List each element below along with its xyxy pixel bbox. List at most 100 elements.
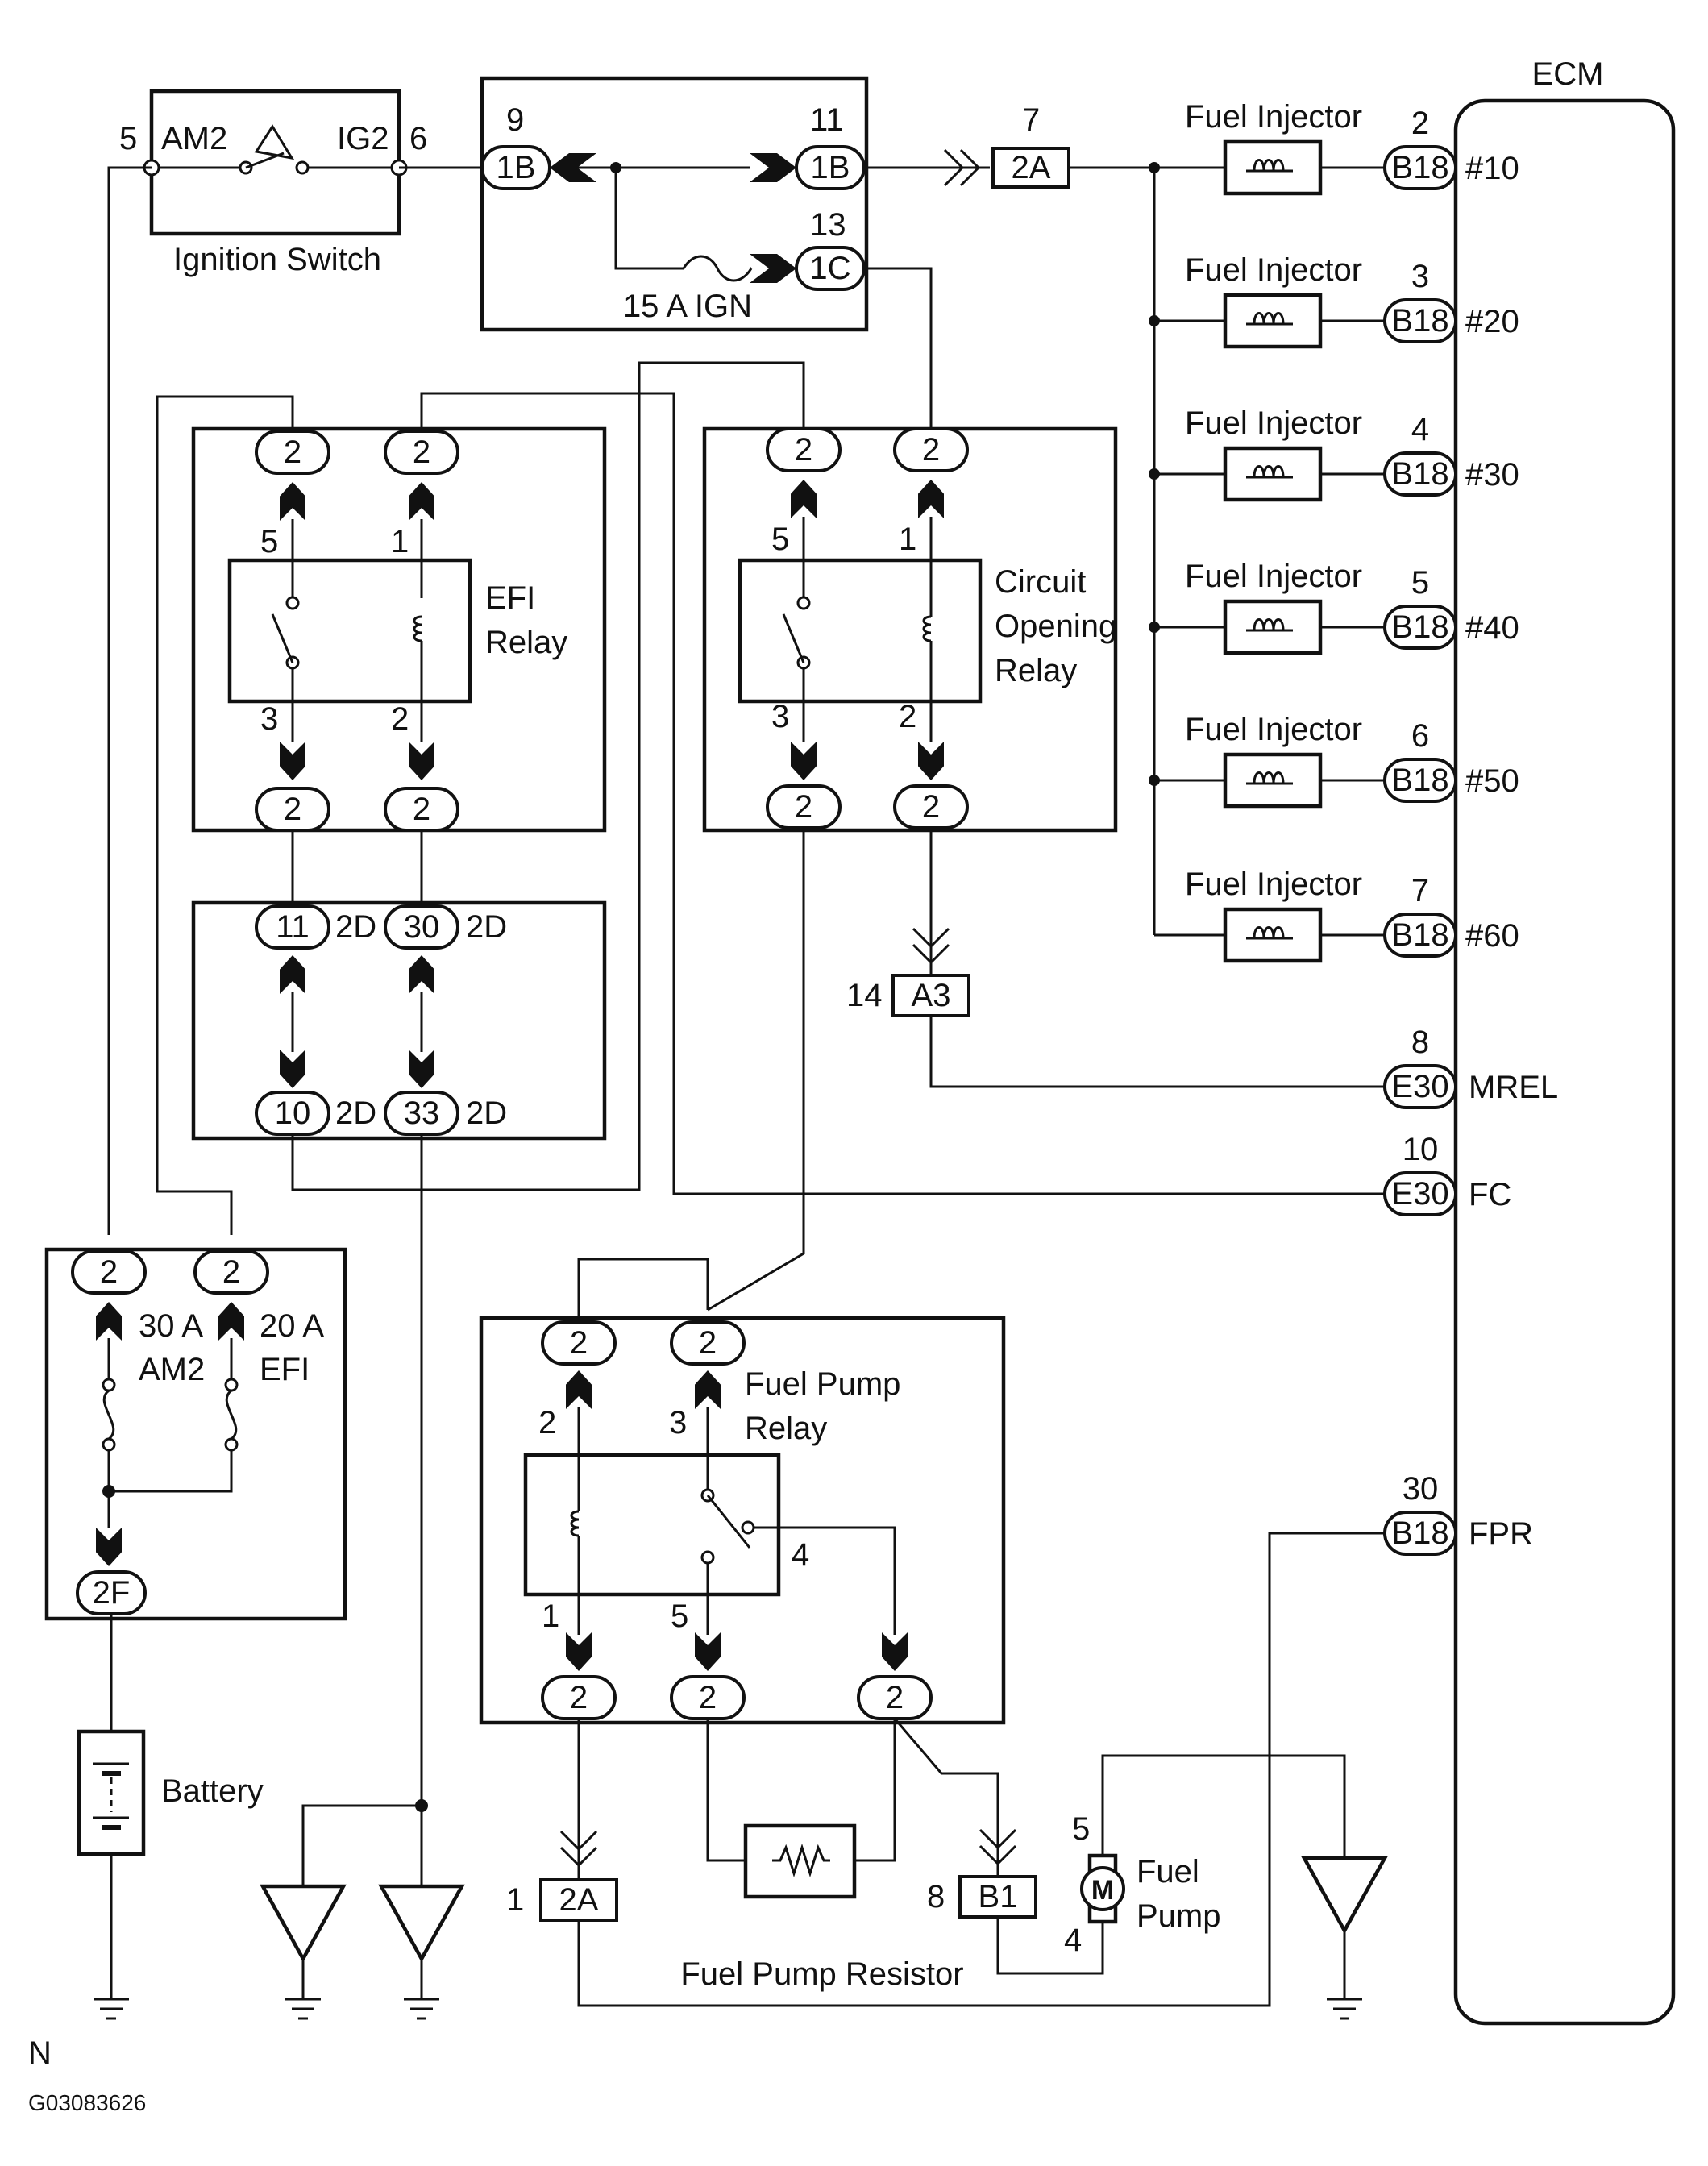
- cor-bottom-right-conn: 2: [922, 789, 940, 825]
- fpr-label-1: Fuel Pump: [745, 1366, 900, 1402]
- ecm-terminal-name: FC: [1469, 1177, 1511, 1212]
- injector-coil-icon: [1246, 312, 1293, 326]
- connector-2d-label-1: 2D: [335, 909, 376, 945]
- fpr-bottom-right-conn: 2: [886, 1680, 904, 1715]
- efi-relay-coil: [413, 615, 422, 642]
- ecm-connector-label: E30: [1391, 1069, 1448, 1104]
- jb-pin-9-num: 9: [506, 102, 524, 138]
- a3-connector-arrow: [912, 927, 950, 965]
- fuel-injector-label: Fuel Injector: [1185, 867, 1362, 902]
- fuel-pump-relay-body: [479, 1316, 1006, 1725]
- fpr-pin-label-2: 2: [538, 1405, 556, 1441]
- injector-coil-icon: [1246, 159, 1293, 173]
- fuel-pump-label-1: Fuel: [1137, 1854, 1199, 1890]
- connector-2d-pin-30-label: 30: [404, 909, 440, 945]
- efi-relay-bottom-left-conn: 2: [284, 792, 301, 827]
- connector-b1-num: 8: [927, 1879, 945, 1914]
- fpr-pin-label-5: 5: [671, 1599, 688, 1634]
- fuel-pump-resistor: [743, 1823, 857, 1899]
- ecm: ECM: [1453, 56, 1676, 2026]
- fuse-15a-ign-label: 15 A IGN: [623, 289, 752, 324]
- efi-relay-label-1: EFI: [485, 580, 535, 616]
- ecm-pin-number: 2: [1411, 106, 1429, 141]
- ecm-connector-b18: [1383, 1511, 1457, 1556]
- cor-coil: [922, 615, 932, 642]
- ecm-body: [1453, 98, 1676, 2026]
- jb-connector-arrow-1c: [750, 254, 796, 283]
- ecm-connector-label: B18: [1391, 917, 1448, 953]
- connector-2a-top-label: 2A: [1012, 150, 1051, 185]
- ecm-pin-number: 7: [1411, 873, 1429, 908]
- connector-2a-bottom: [539, 1878, 618, 1922]
- ecm-connector-label: B18: [1391, 303, 1448, 339]
- cor-label-1: Circuit: [995, 564, 1086, 600]
- cor-pin-label-1: 1: [899, 522, 916, 557]
- cor-pin-label-3: 3: [771, 699, 789, 734]
- connector-2d-pin-10-label: 10: [275, 1095, 311, 1131]
- fpr-inner: [523, 1453, 781, 1597]
- connector-a3-num: 14: [846, 978, 883, 1013]
- efi-relay-pin-label-5: 5: [260, 524, 278, 559]
- efi-relay-pin-label-1: 1: [391, 524, 409, 559]
- ecm-pin-number: 4: [1411, 412, 1429, 447]
- ecm-terminal-name: #40: [1465, 610, 1519, 646]
- fpr-pin-label-3: 3: [669, 1405, 687, 1441]
- battery: Battery: [77, 1614, 264, 1998]
- connector-2d-body: [191, 900, 607, 1141]
- cor-top-right-conn: 2: [922, 432, 940, 468]
- fuel-injector-label: Fuel Injector: [1185, 252, 1362, 288]
- connector-2a-bottom-label: 2A: [559, 1882, 599, 1918]
- ecm-terminal-name: #20: [1465, 304, 1519, 339]
- fuse-20a-label: 20 A: [260, 1308, 324, 1344]
- footer-n-mark: N: [28, 2035, 52, 2071]
- cor-top-left-conn: 2: [795, 432, 812, 468]
- fuel-injector-label: Fuel Injector: [1185, 99, 1362, 135]
- fuse-block-out-label: 2F: [93, 1575, 131, 1611]
- connector-2a-top-arrow: [943, 148, 981, 187]
- fpr-contact: [706, 1495, 751, 1549]
- fuse-block-pin-efi-label: 2: [222, 1254, 240, 1290]
- ecm-pin-number: 30: [1403, 1471, 1439, 1507]
- cor-pin-label-5: 5: [771, 522, 789, 557]
- fuel-injector-label: Fuel Injector: [1185, 405, 1362, 441]
- efi-relay-pin-label-2: 2: [391, 701, 409, 737]
- fuse-block-pin-efi: [193, 1249, 269, 1295]
- ecm-terminal-name: #30: [1465, 457, 1519, 493]
- ignition-am2-label: AM2: [161, 121, 227, 156]
- ecm-connector-b18: [1383, 758, 1457, 803]
- key-icon: [254, 124, 295, 160]
- fpr-top-left-conn: 2: [570, 1325, 588, 1361]
- connector-2a-top-num: 7: [1022, 102, 1040, 138]
- fpr-pin-3-top: [670, 1320, 746, 1366]
- ecm-terminal-name: #10: [1465, 151, 1519, 186]
- connector-2d-pin-11-label: 11: [276, 909, 310, 945]
- ecm-terminal-name: MREL: [1469, 1070, 1558, 1105]
- ground-icon: [94, 1998, 129, 2020]
- ground-icon: [260, 1884, 347, 2020]
- relay-wiring: A3 14: [107, 166, 1385, 1886]
- ecm-connector-b18: [1383, 298, 1457, 343]
- efi-relay-contact: [271, 613, 294, 663]
- jb-connector-arrow-1b-left: [550, 153, 596, 182]
- lower-circuit: 2A 1 Fuel Pump Resistor B1 8 M 5 4 Fuel …: [506, 1532, 1385, 2007]
- ecm-pin-number: 8: [1411, 1025, 1429, 1060]
- fuel-pump-pin-5: 5: [1072, 1811, 1090, 1847]
- fuel-injector-label: Fuel Injector: [1185, 712, 1362, 747]
- connector-2d-label-3: 2D: [335, 1095, 376, 1131]
- connector-2d-label-4: 2D: [466, 1095, 507, 1131]
- fuse-block-pin-am2-label: 2: [100, 1254, 118, 1290]
- ecm-connector-label: E30: [1391, 1176, 1448, 1212]
- efi-relay: 2 2 5 1 3 2 2 2 EFI Relay: [191, 426, 607, 833]
- ecm-connector-b18: [1383, 913, 1457, 958]
- resistor-zigzag-icon: [772, 1843, 830, 1878]
- ecm-connector-e30: [1383, 1064, 1457, 1109]
- connector-2a-bottom-num: 1: [506, 1882, 524, 1918]
- fpr-pin-label-1: 1: [542, 1599, 559, 1634]
- fpr-bottom-left-conn: 2: [570, 1680, 588, 1715]
- jb-pin-11-conn: 1B: [811, 150, 850, 185]
